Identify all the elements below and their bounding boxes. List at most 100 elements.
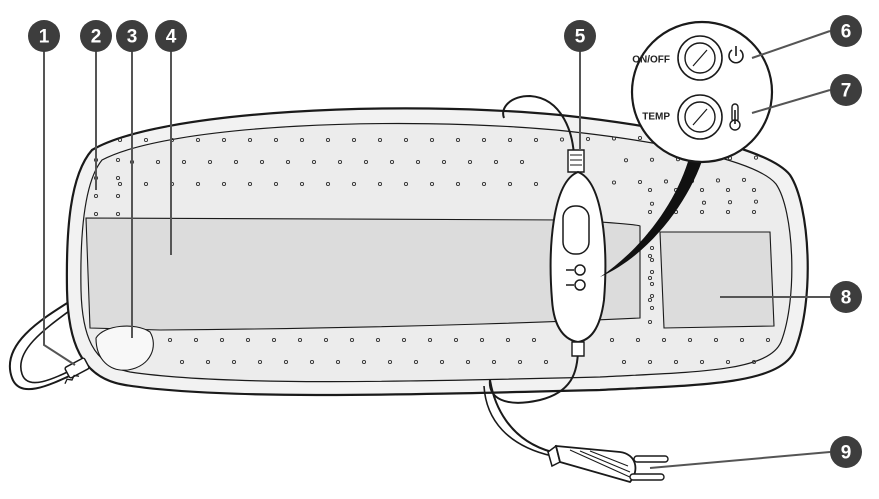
stitch-dot <box>455 137 461 143</box>
stitch-dot <box>441 159 447 165</box>
stitch-dot <box>115 211 121 217</box>
stitch-dot <box>649 201 655 206</box>
stitch-dot <box>753 155 759 160</box>
callout-1: 1 <box>28 20 60 52</box>
callout-6-number: 6 <box>841 22 852 43</box>
stitch-dot <box>403 181 409 187</box>
stitch-dot <box>533 137 539 143</box>
stitch-dot <box>205 359 211 365</box>
callout-7: 7 <box>830 74 862 106</box>
stitch-dot <box>337 159 343 165</box>
stitch-dot <box>273 137 279 143</box>
stitch-dot <box>585 136 591 142</box>
stitch-dot <box>687 337 693 343</box>
stitch-dot <box>231 359 237 365</box>
controller-power-button[interactable] <box>574 264 586 276</box>
stitch-dot <box>179 359 185 365</box>
stitch-dot <box>517 359 523 365</box>
stitch-dot <box>621 359 627 365</box>
stitch-dot <box>247 181 253 187</box>
corner-pocket <box>95 325 154 371</box>
stitch-dots <box>93 133 771 365</box>
callout-9-number: 9 <box>841 443 852 464</box>
stitch-dot <box>725 187 731 193</box>
stitch-dot <box>661 337 667 343</box>
stitch-dot <box>559 137 565 142</box>
callout-leaders <box>43 30 831 469</box>
stitch-dot <box>727 200 733 205</box>
stitch-dot <box>401 337 407 343</box>
stitch-dot <box>481 137 487 143</box>
stitch-dot <box>207 159 213 165</box>
stitch-dot <box>647 253 653 259</box>
velcro-patch <box>659 231 775 329</box>
stitch-dot <box>117 181 123 187</box>
stitch-dot <box>725 359 731 365</box>
stitch-dot <box>221 137 227 143</box>
stitch-dot <box>429 181 435 187</box>
stitch-dot <box>673 359 679 365</box>
stitch-dot <box>455 181 461 187</box>
stitch-dot <box>649 293 655 299</box>
callout-6: 6 <box>830 15 862 47</box>
stitch-dot <box>725 209 731 215</box>
power-icon <box>728 46 744 64</box>
stitch-dot <box>741 177 747 182</box>
stitch-dot <box>143 137 149 143</box>
stitch-dot <box>611 180 617 185</box>
stitch-dot <box>647 319 653 325</box>
controller-temp-button[interactable] <box>574 279 586 291</box>
stitch-dot <box>649 257 655 263</box>
on-off-label: ON/OFF <box>632 55 670 66</box>
stitch-dot <box>387 359 393 365</box>
stitch-dot <box>389 159 395 165</box>
stitch-dot <box>493 159 499 165</box>
callout-2: 2 <box>80 20 112 52</box>
stitch-dot <box>751 187 757 193</box>
pad-connector <box>64 357 90 385</box>
stitch-dot <box>195 137 201 143</box>
stitch-dot <box>351 181 357 187</box>
stitch-dot <box>531 337 537 343</box>
stitch-dot <box>335 359 341 365</box>
stitch-dot <box>765 337 771 343</box>
stitch-dot <box>505 337 511 343</box>
callout-5: 5 <box>564 20 596 52</box>
on-off-button[interactable] <box>677 35 723 81</box>
stitch-dot <box>415 159 421 165</box>
stitch-dot <box>115 193 121 199</box>
thermometer-icon <box>729 103 741 131</box>
stitch-dot <box>649 157 655 162</box>
stitch-dot <box>611 136 617 141</box>
stitch-dot <box>181 159 187 165</box>
stitch-dot <box>299 137 305 143</box>
stitch-dot <box>663 179 669 184</box>
stitch-dot <box>453 337 459 343</box>
stitch-dot <box>309 359 315 365</box>
stitch-dot <box>623 158 629 163</box>
stitch-dot <box>377 181 383 187</box>
stitch-dot <box>713 337 719 343</box>
stitch-dot <box>245 337 251 343</box>
stitch-dot <box>649 245 655 251</box>
stitch-dot <box>637 179 643 185</box>
stitch-dot <box>751 209 757 215</box>
stitch-dot <box>143 181 149 187</box>
euro-plug <box>547 444 669 484</box>
stitch-dot <box>299 181 305 187</box>
stitch-dot <box>271 337 277 343</box>
stitch-dot <box>273 181 279 187</box>
stitch-dot <box>637 135 643 141</box>
callout-2-number: 2 <box>91 27 102 48</box>
callout-3-number: 3 <box>127 27 138 48</box>
stitch-dot <box>647 297 653 303</box>
stitch-dot <box>193 337 199 343</box>
stitch-dot <box>259 159 265 165</box>
stitch-dot <box>297 337 303 343</box>
stitch-dot <box>117 137 123 143</box>
temp-button[interactable] <box>677 94 723 140</box>
callout-1-number: 1 <box>39 27 50 48</box>
stitch-dot <box>715 178 721 183</box>
stitch-dot <box>427 337 433 343</box>
